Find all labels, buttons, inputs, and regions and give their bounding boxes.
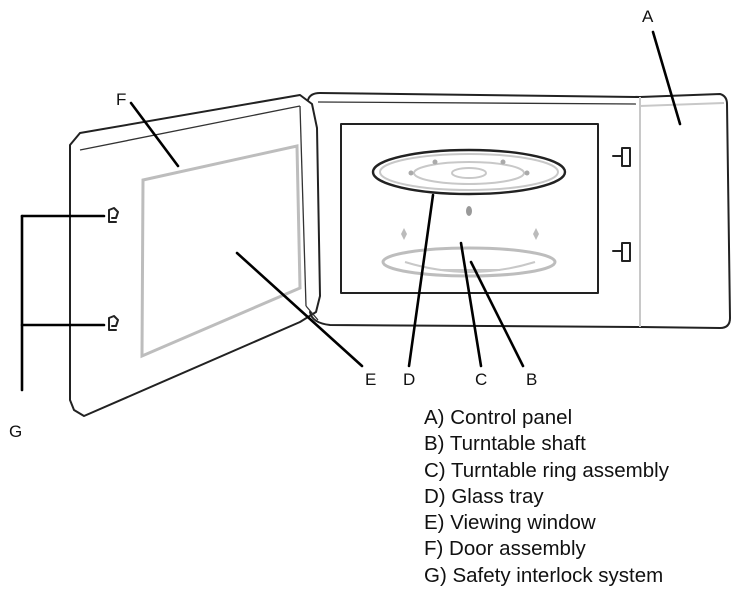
callout-letter-e: E	[365, 370, 376, 389]
turntable-shaft	[466, 206, 472, 216]
leader-a	[651, 30, 682, 126]
leader-f	[129, 101, 180, 168]
door-hinge-edge	[299, 105, 307, 307]
control-panel-top-bevel	[639, 97, 725, 108]
legend-item-turntable-ring: C) Turntable ring assembly	[424, 458, 669, 482]
door-outline	[69, 94, 321, 417]
leader-b	[469, 260, 525, 368]
control-panel-outline	[639, 93, 731, 329]
door-hook-top	[108, 207, 119, 223]
door-side-edge	[305, 305, 319, 321]
legend-item-turntable-shaft: B) Turntable shaft	[424, 432, 586, 456]
door-assembly	[69, 94, 321, 417]
callout-letter-d: D	[403, 370, 415, 389]
leader-d	[407, 193, 435, 368]
door-hook-bottom	[108, 315, 119, 331]
body-outline	[307, 92, 641, 328]
legend-item-safety-interlock: G) Safety interlock system	[424, 563, 664, 587]
control-panel	[639, 93, 731, 329]
viewing-window	[140, 144, 302, 359]
callout-letter-b: B	[526, 370, 537, 389]
glass-tray	[371, 148, 567, 196]
microwave-body	[307, 92, 641, 328]
legend-item-viewing-window: E) Viewing window	[424, 511, 596, 535]
callout-letter-a: A	[642, 7, 654, 26]
door-inner-edge	[79, 105, 301, 151]
legend-item-door-assembly: F) Door assembly	[424, 537, 586, 561]
leader-g	[20, 214, 106, 392]
body-top-rim	[317, 101, 637, 105]
leader-e	[235, 251, 364, 368]
parts-legend: A) Control panel B) Turntable shaft C) T…	[424, 405, 669, 589]
callout-letter-f: F	[116, 90, 126, 109]
leader-c	[459, 241, 483, 368]
turntable-ring	[381, 228, 557, 278]
callout-letter-g: G	[9, 422, 22, 441]
callout-letter-c: C	[475, 370, 487, 389]
legend-item-glass-tray: D) Glass tray	[424, 484, 544, 508]
latch-slot-top	[612, 147, 631, 167]
latch-slot-bottom	[612, 242, 631, 262]
legend-item-control-panel: A) Control panel	[424, 406, 573, 429]
